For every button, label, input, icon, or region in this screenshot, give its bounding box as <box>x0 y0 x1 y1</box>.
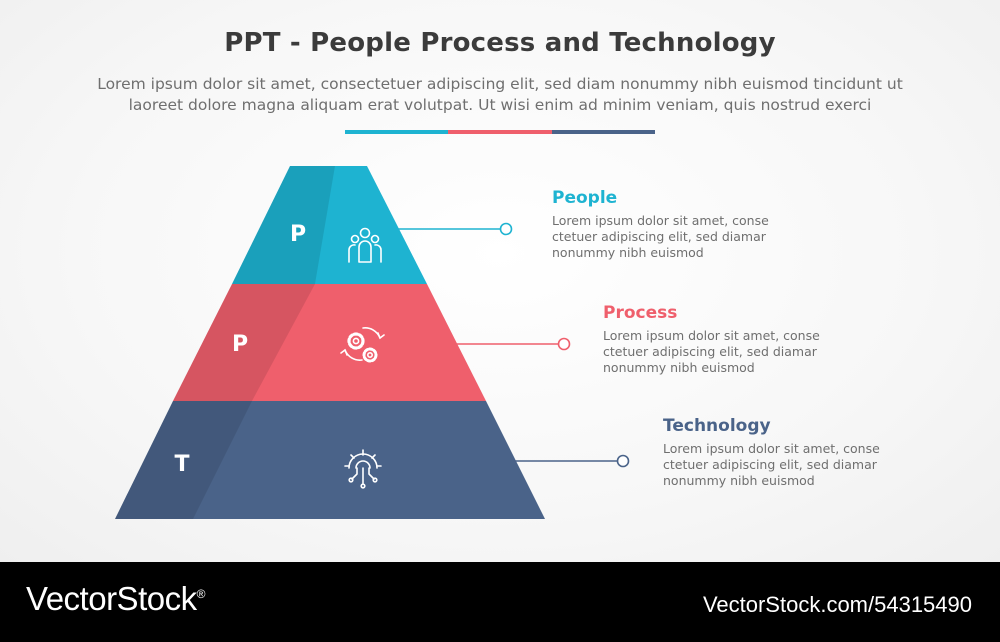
info-desc-people: Lorem ipsum dolor sit amet, conse ctetue… <box>552 213 842 261</box>
desc-line: nonummy nibh euismod <box>552 245 704 260</box>
people-group-icon <box>348 227 382 263</box>
pyramid-diagram: P P T <box>115 166 630 519</box>
desc-line: ctetuer adipiscing elit, sed diamar <box>663 457 877 472</box>
info-heading-technology: Technology <box>663 416 771 436</box>
image-id-url: VectorStock.com/54315490 <box>702 592 972 617</box>
info-heading-people: People <box>552 188 618 208</box>
divider-segment-technology <box>552 130 655 134</box>
brand-name: VectorStock <box>26 580 197 617</box>
info-heading-process: Process <box>603 303 678 323</box>
watermark-footer: VectorStock® VectorStock.com/54315490 <box>0 562 1000 642</box>
info-desc-technology: Lorem ipsum dolor sit amet, conse ctetue… <box>663 441 953 489</box>
desc-line: ctetuer adipiscing elit, sed diamar <box>603 344 817 359</box>
gears-cycle-icon <box>340 327 385 363</box>
info-block-people: People Lorem ipsum dolor sit amet, conse… <box>552 188 842 261</box>
registered-mark: ® <box>196 587 206 601</box>
divider-segment-process <box>448 130 552 134</box>
pyramid-level-technology <box>115 401 545 519</box>
level-letter-process: P <box>232 332 248 357</box>
subtitle-line-2: laoreet dolore magna aliquam erat volutp… <box>128 96 872 114</box>
connector-process <box>454 337 571 351</box>
desc-line: ctetuer adipiscing elit, sed diamar <box>552 229 766 244</box>
connector-people <box>395 222 513 236</box>
desc-line: Lorem ipsum dolor sit amet, conse <box>663 441 880 456</box>
desc-line: nonummy nibh euismod <box>603 360 755 375</box>
subtitle-line-1: Lorem ipsum dolor sit amet, consectetuer… <box>97 75 903 93</box>
gear-circuit-icon <box>344 449 382 489</box>
connector-technology <box>514 454 630 468</box>
info-desc-process: Lorem ipsum dolor sit amet, conse ctetue… <box>603 328 893 376</box>
pyramid-level-process <box>173 284 486 401</box>
page-subtitle: Lorem ipsum dolor sit amet, consectetuer… <box>60 74 940 116</box>
info-block-technology: Technology Lorem ipsum dolor sit amet, c… <box>663 416 953 489</box>
infographic-canvas: PPT - People Process and Technology Lore… <box>0 0 1000 562</box>
info-block-process: Process Lorem ipsum dolor sit amet, cons… <box>603 303 893 376</box>
desc-line: Lorem ipsum dolor sit amet, conse <box>603 328 820 343</box>
pyramid-shade-process <box>173 284 315 401</box>
level-letter-technology: T <box>174 452 189 477</box>
level-letter-people: P <box>290 222 306 247</box>
pyramid-level-people <box>232 166 427 284</box>
desc-line: Lorem ipsum dolor sit amet, conse <box>552 213 769 228</box>
page-title: PPT - People Process and Technology <box>224 28 776 58</box>
vectorstock-logo: VectorStock® <box>26 580 205 618</box>
desc-line: nonummy nibh euismod <box>663 473 815 488</box>
pyramid-shade-technology <box>115 401 252 519</box>
pyramid-shade-people <box>232 166 335 284</box>
divider-segment-people <box>345 130 448 134</box>
